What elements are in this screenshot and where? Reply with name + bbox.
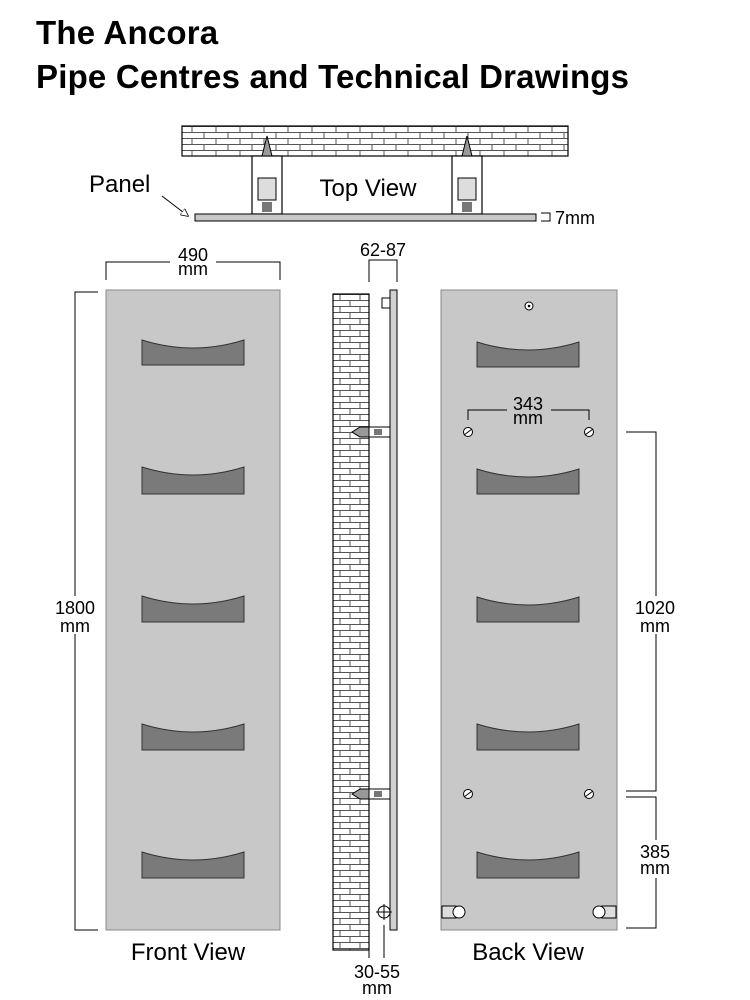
back-slot bbox=[476, 341, 580, 368]
title-line-2: Pipe Centres and Technical Drawings bbox=[36, 58, 630, 95]
top-view: Top View Panel 7mm bbox=[89, 125, 595, 228]
bottom-bracket-dimension-value: 385 bbox=[640, 842, 670, 862]
title-line-1: The Ancora bbox=[36, 14, 219, 51]
bottom-bracket-dimension-unit: mm bbox=[640, 858, 670, 878]
side-view-wall bbox=[332, 293, 370, 951]
front-view: 490 mm 1800 mm Front View bbox=[52, 245, 281, 966]
height-dimension-unit: mm bbox=[60, 616, 90, 636]
top-view-panel bbox=[194, 213, 537, 222]
side-view: 62-87 30-55 mm bbox=[332, 240, 406, 998]
mounting-screw bbox=[463, 789, 473, 799]
back-slot bbox=[476, 851, 580, 879]
mounting-screw bbox=[463, 427, 473, 437]
back-view: 343 mm 1020 mm 385 mm Back View bbox=[440, 289, 680, 966]
pipe-valve-left bbox=[441, 905, 466, 919]
thickness-dimension: 7mm bbox=[555, 208, 595, 228]
top-view-bracket-right bbox=[451, 135, 483, 215]
front-slot bbox=[141, 851, 245, 879]
back-slot bbox=[476, 468, 580, 495]
mounting-screw bbox=[584, 427, 594, 437]
front-view-label: Front View bbox=[131, 939, 246, 966]
front-slot bbox=[141, 723, 245, 751]
back-view-label: Back View bbox=[472, 939, 584, 966]
side-view-bracket-lower bbox=[351, 788, 391, 800]
thickness-bracket bbox=[541, 212, 551, 222]
front-slot bbox=[141, 595, 245, 623]
top-view-wall bbox=[181, 125, 569, 157]
side-view-panel bbox=[389, 289, 398, 931]
side-view-top-spacer bbox=[381, 297, 391, 309]
back-slot bbox=[476, 596, 580, 623]
front-slot bbox=[141, 339, 245, 366]
pipe-offset-dimension-line bbox=[368, 925, 385, 958]
wall-gap-dimension: 62-87 bbox=[360, 240, 406, 260]
top-view-label: Top View bbox=[320, 175, 418, 202]
pipe-offset-dimension-value: 30-55 bbox=[354, 962, 400, 982]
pipe-offset-dimension-unit: mm bbox=[362, 978, 392, 998]
bracket-vertical-dimension-unit: mm bbox=[640, 616, 670, 636]
bracket-spacing-dimension-unit: mm bbox=[513, 408, 543, 428]
width-dimension-unit: mm bbox=[178, 259, 208, 279]
pipe-valve-right bbox=[592, 905, 617, 919]
mounting-screw bbox=[584, 789, 594, 799]
height-dimension-value: 1800 bbox=[55, 598, 95, 618]
back-slot bbox=[476, 723, 580, 751]
side-view-bracket-upper bbox=[351, 426, 391, 438]
bracket-vertical-dimension-value: 1020 bbox=[635, 598, 675, 618]
panel-arrow bbox=[161, 195, 188, 216]
bracket-spacing-dimension-value: 343 bbox=[513, 394, 543, 414]
width-dimension-value: 490 bbox=[178, 245, 208, 265]
front-slot bbox=[141, 466, 245, 495]
panel-label: Panel bbox=[89, 171, 150, 198]
wall-gap-dimension-line bbox=[368, 259, 398, 282]
